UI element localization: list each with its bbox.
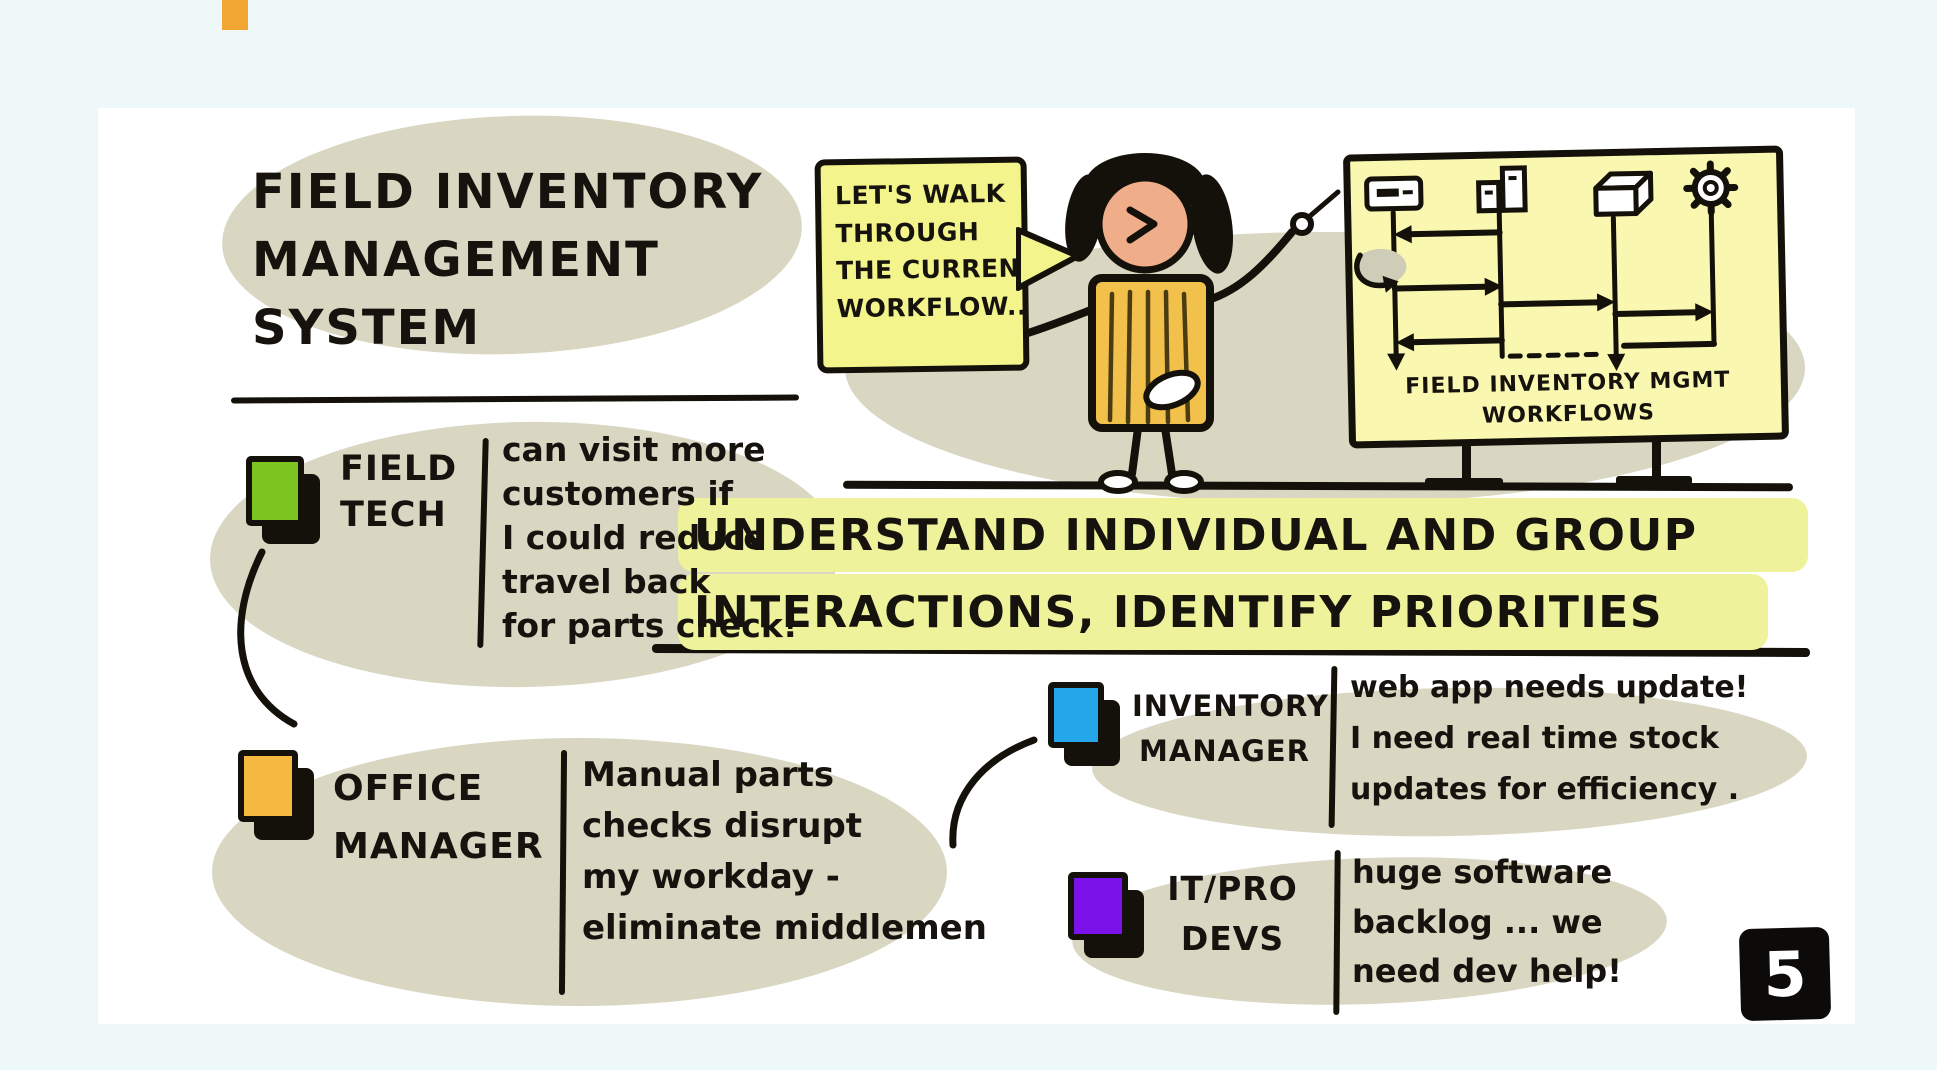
- banner-row-1: UNDERSTAND INDIVIDUAL AND GROUP: [678, 498, 1808, 572]
- loop-blob: [1354, 248, 1407, 285]
- package-icon: [1593, 170, 1654, 217]
- label-line: FIELD: [340, 449, 458, 489]
- whiteboard-caption: FIELD INVENTORY MGMT WORKFLOWS: [1355, 365, 1782, 436]
- quote-line: huge software: [1352, 853, 1613, 891]
- quote-line: eliminate middlemen: [582, 908, 987, 948]
- it-pro-devs-marker: [1068, 872, 1144, 958]
- presenter-mouth: [1126, 206, 1158, 244]
- marker-face: [1068, 872, 1128, 940]
- workflow-whiteboard: FIELD INVENTORY MGMT WORKFLOWS: [1342, 145, 1790, 449]
- files-icon: [1476, 165, 1528, 214]
- quote-line: customers if: [502, 473, 733, 513]
- label-line: DEVS: [1180, 918, 1285, 958]
- title-line-3: SYSTEM: [252, 300, 482, 357]
- quote-line: can visit more: [502, 430, 766, 469]
- board-stand-left-foot: [1425, 478, 1503, 487]
- page-number-tile: 5: [1738, 926, 1832, 1022]
- page-title: FIELD INVENTORY MANAGEMENT SYSTEM: [252, 158, 763, 362]
- quote-line: backlog ... we: [1352, 902, 1603, 941]
- banner-line-1: UNDERSTAND INDIVIDUAL AND GROUP: [694, 509, 1698, 561]
- label-line: MANAGER: [333, 825, 544, 867]
- office-manager-blob: [212, 738, 947, 1006]
- pointer-stick: [1307, 189, 1341, 219]
- bubble-line: THROUGH: [835, 216, 980, 248]
- presenter-feet: [1098, 470, 1204, 494]
- workflow-sequence-diagram: [1354, 160, 1739, 371]
- speech-bubble-tail: [1016, 227, 1081, 291]
- speech-bubble: LET'S WALK THROUGH THE CURRENT WORKFLOW.…: [814, 156, 1038, 374]
- presenter-hand: [1290, 212, 1314, 236]
- quote-line: travel back: [502, 561, 711, 601]
- page-number: 5: [1762, 936, 1808, 1012]
- quote-line: updates for efficiency .: [1350, 772, 1740, 807]
- presenter-figure: [1024, 153, 1341, 494]
- board-stand-right-leg: [1652, 438, 1661, 482]
- quote-line: web app needs update!: [1350, 670, 1749, 705]
- label-line: TECH: [340, 495, 447, 536]
- title-line-1: FIELD INVENTORY: [252, 164, 764, 220]
- marker-face: [1048, 682, 1104, 748]
- presenter-arm-right: [1204, 228, 1296, 304]
- field-tech-quote: can visit more customers if I could redu…: [502, 428, 798, 647]
- board-stand-left-leg: [1462, 440, 1471, 484]
- office-manager-marker: [238, 750, 314, 840]
- field-tech-label: FIELD TECH: [340, 446, 457, 538]
- inventory-manager-marker: [1048, 682, 1120, 766]
- label-line: INVENTORY: [1132, 689, 1329, 723]
- bubble-line: WORKFLOW..: [836, 291, 1028, 323]
- presenter-legs: [1128, 424, 1176, 478]
- label-line: OFFICE: [333, 768, 484, 809]
- quote-line: checks disrupt: [582, 806, 863, 846]
- board-stand-right-foot: [1616, 476, 1692, 485]
- arrowheads: [1387, 225, 1714, 371]
- label-line: IT/PRO: [1167, 869, 1298, 908]
- gear-icon: [1683, 160, 1739, 216]
- presenter-face: [1095, 174, 1195, 274]
- loop-arrowhead: [1382, 275, 1399, 293]
- presenter-belly-mark: [1143, 369, 1201, 411]
- inventory-manager-label: INVENTORY MANAGER: [1132, 684, 1329, 774]
- office-manager-label: OFFICE MANAGER: [333, 760, 544, 875]
- marker-face: [246, 456, 304, 526]
- quote-line: for parts check!: [502, 605, 798, 645]
- banner-line-2: INTERACTIONS, IDENTIFY PRIORITIES: [694, 586, 1664, 638]
- message-arrows: [1391, 229, 1718, 359]
- label-line: MANAGER: [1139, 733, 1310, 768]
- bubble-line: LET'S WALK: [834, 178, 1006, 211]
- it-pro-devs-label: IT/PRO DEVS: [1150, 864, 1315, 963]
- office-manager-quote: Manual parts checks disrupt my workday -…: [582, 750, 987, 954]
- presenter-arm-left: [1024, 304, 1100, 337]
- field-tech-marker: [246, 456, 320, 544]
- quote-line: my workday -: [582, 857, 840, 897]
- it-pro-devs-quote: huge software backlog ... we need dev he…: [1352, 848, 1622, 997]
- quote-line: need dev help!: [1352, 952, 1622, 991]
- bubble-line: THE CURRENT: [835, 253, 1038, 286]
- top-edge-tab: [222, 0, 248, 30]
- inventory-manager-quote: web app needs update! I need real time s…: [1350, 662, 1748, 815]
- banner-row-2: INTERACTIONS, IDENTIFY PRIORITIES: [678, 574, 1768, 650]
- machine-icon: [1364, 175, 1424, 212]
- title-line-2: MANAGEMENT: [252, 232, 660, 289]
- quote-line: Manual parts: [582, 755, 835, 795]
- marker-face: [238, 750, 298, 822]
- quote-line: I could reduce: [502, 517, 766, 557]
- quote-line: I need real time stock: [1350, 721, 1719, 756]
- loop-arrow: [1354, 252, 1390, 289]
